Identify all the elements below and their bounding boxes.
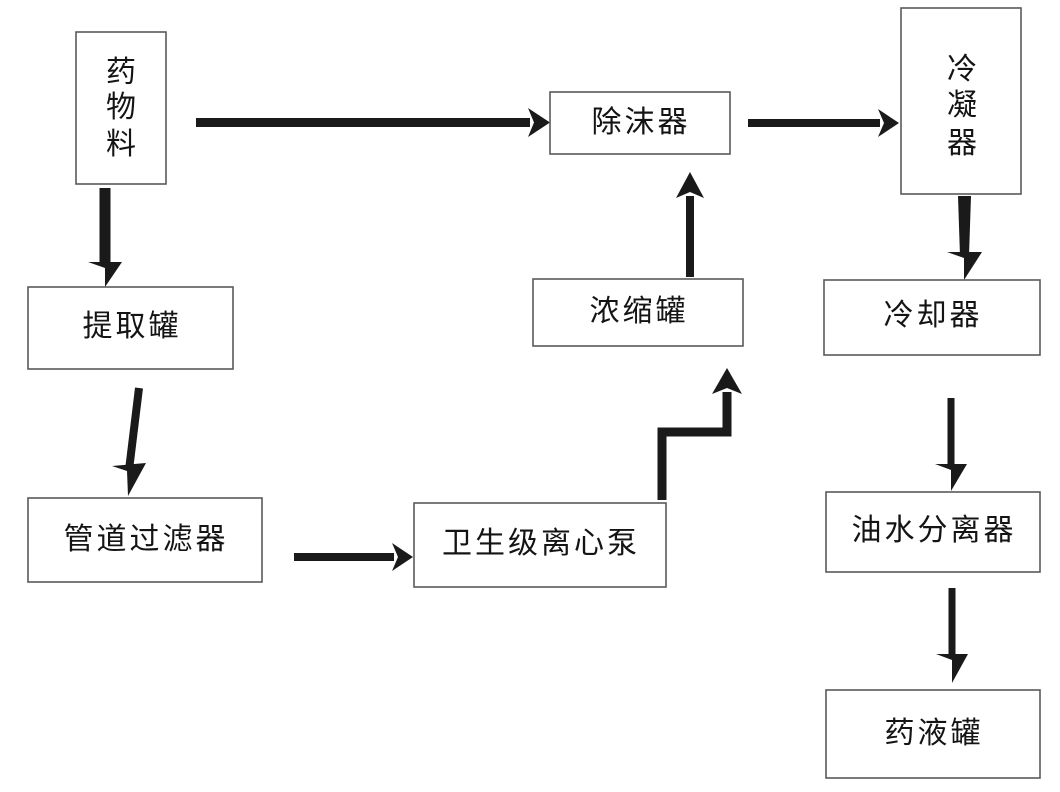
node-label-condenser-3: 器 <box>947 127 977 160</box>
edge-filter-to-pump <box>294 543 413 571</box>
node-oil-water-separator[interactable]: 油水分离器 <box>825 491 1041 573</box>
node-label-concentration-tank: 浓缩罐 <box>590 295 689 328</box>
node-medicine-liquid-tank[interactable]: 药液罐 <box>825 689 1041 779</box>
edge-material-to-extraction <box>88 188 122 287</box>
node-label-drug-material-2: 物 <box>106 91 136 124</box>
node-defoamer[interactable]: 除沫器 <box>549 91 731 155</box>
edge-material-to-defoamer <box>196 108 550 137</box>
edge-extraction-to-filter <box>112 387 146 496</box>
node-label-cooler: 冷却器 <box>884 299 983 332</box>
edge-pump-to-concentration <box>657 368 742 500</box>
node-label-condenser-1: 冷 <box>947 53 977 86</box>
node-label-extraction-tank: 提取罐 <box>83 310 182 343</box>
node-label-pipeline-filter: 管道过滤器 <box>64 523 229 556</box>
node-concentration-tank[interactable]: 浓缩罐 <box>532 278 744 347</box>
node-label-medicine-liquid-tank: 药液罐 <box>885 717 984 750</box>
node-drug-material[interactable]: 药 物 料 <box>75 31 167 185</box>
node-label-oil-water-separator: 油水分离器 <box>852 514 1017 547</box>
node-condenser[interactable]: 冷 凝 器 <box>900 7 1022 195</box>
node-label-condenser-2: 凝 <box>947 89 977 122</box>
node-pipeline-filter[interactable]: 管道过滤器 <box>27 497 263 583</box>
edge-condenser-to-cooler <box>947 196 982 280</box>
node-label-sanitary-centrifugal-pump: 卫生级离心泵 <box>442 527 640 560</box>
edge-defoamer-to-condenser <box>748 109 899 137</box>
node-label-defoamer: 除沫器 <box>592 106 691 139</box>
node-extraction-tank[interactable]: 提取罐 <box>27 286 234 370</box>
node-sanitary-centrifugal-pump[interactable]: 卫生级离心泵 <box>413 502 667 588</box>
edge-cooler-to-separator <box>935 398 967 491</box>
edge-concentration-to-defoamer <box>676 172 704 277</box>
node-cooler[interactable]: 冷却器 <box>823 279 1041 356</box>
node-label-drug-material-3: 料 <box>106 128 136 161</box>
edge-separator-to-tank <box>936 588 968 683</box>
node-label-drug-material-1: 药 <box>106 56 136 89</box>
